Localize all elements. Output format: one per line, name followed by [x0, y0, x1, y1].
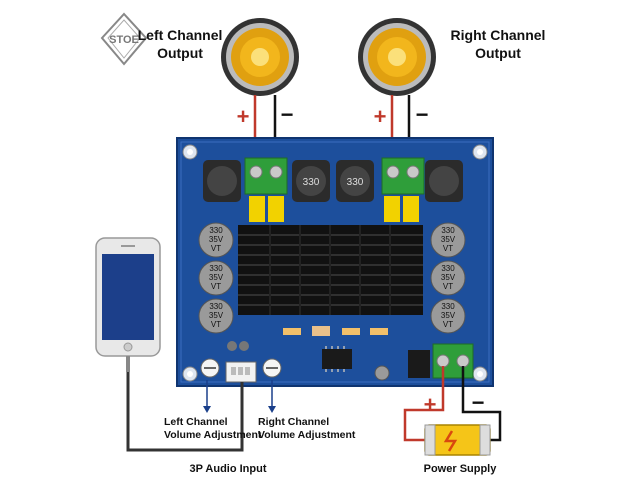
- svg-text:330: 330: [441, 264, 455, 273]
- capacitor-left-1: 330 35V VT: [198, 222, 234, 258]
- brand-logo: STOE: [100, 12, 148, 66]
- right-plus-sign: +: [374, 104, 387, 129]
- audio-input-label: 3P Audio Input: [189, 463, 267, 475]
- left-minus-sign: −: [281, 102, 294, 127]
- power-wires: [403, 366, 502, 442]
- right-speaker-icon: [358, 18, 436, 96]
- svg-text:35V: 35V: [209, 273, 224, 282]
- audio-cable: [126, 356, 244, 452]
- left-plus-sign: +: [237, 104, 250, 129]
- power-plus-sign: +: [424, 392, 437, 417]
- svg-text:VT: VT: [443, 320, 453, 329]
- capacitor-left-3: 330 35V VT: [198, 298, 234, 334]
- capacitor-right-1: 330 35V VT: [430, 222, 466, 258]
- svg-text:330: 330: [441, 226, 455, 235]
- battery-icon: [424, 424, 491, 456]
- left-output-terminal: [244, 157, 288, 195]
- svg-text:35V: 35V: [209, 235, 224, 244]
- svg-text:VT: VT: [443, 244, 453, 253]
- svg-text:330: 330: [209, 264, 223, 273]
- svg-text:STOE: STOE: [109, 34, 139, 46]
- film-capacitors: [249, 196, 419, 222]
- right-output-terminal: [381, 157, 425, 195]
- capacitor-right-2: 330 35V VT: [430, 260, 466, 296]
- heatsink: [238, 225, 423, 315]
- indicator-leds: [283, 326, 388, 336]
- left-speaker-icon: [221, 18, 299, 96]
- svg-text:VT: VT: [211, 320, 221, 329]
- svg-text:330: 330: [209, 302, 223, 311]
- inductor-2: 330: [292, 160, 330, 202]
- inductor-code-2: 330: [303, 177, 320, 188]
- svg-text:330: 330: [441, 302, 455, 311]
- power-terminal: [432, 343, 474, 379]
- right-output-label: Right Channel Output: [450, 27, 546, 61]
- left-volume-pot: [200, 358, 220, 378]
- svg-text:330: 330: [209, 226, 223, 235]
- left-output-label: Left Channel Output: [137, 27, 223, 61]
- inductor-1: [203, 160, 241, 202]
- volume-pointer-arrows: [203, 380, 276, 413]
- svg-text:35V: 35V: [441, 235, 456, 244]
- svg-text:VT: VT: [211, 244, 221, 253]
- inductor-code-3: 330: [347, 177, 364, 188]
- smartphone-icon: [95, 237, 161, 357]
- inductor-3: 330: [336, 160, 374, 202]
- svg-text:35V: 35V: [441, 273, 456, 282]
- small-components: [227, 341, 430, 381]
- inductor-4: [425, 160, 463, 202]
- left-volume-label: Left Channel Volume Adjustment: [164, 416, 262, 441]
- right-volume-pot: [262, 358, 282, 378]
- right-volume-label: Right Channel Volume Adjustment: [258, 416, 356, 441]
- ic-chip: [322, 346, 352, 372]
- power-minus-sign: −: [472, 390, 485, 415]
- power-supply-label: Power Supply: [423, 463, 497, 475]
- right-minus-sign: −: [416, 102, 429, 127]
- svg-text:35V: 35V: [441, 311, 456, 320]
- svg-text:35V: 35V: [209, 311, 224, 320]
- capacitor-left-2: 330 35V VT: [198, 260, 234, 296]
- capacitor-right-3: 330 35V VT: [430, 298, 466, 334]
- audio-input-connector: [225, 361, 257, 383]
- svg-text:VT: VT: [443, 282, 453, 291]
- svg-text:VT: VT: [211, 282, 221, 291]
